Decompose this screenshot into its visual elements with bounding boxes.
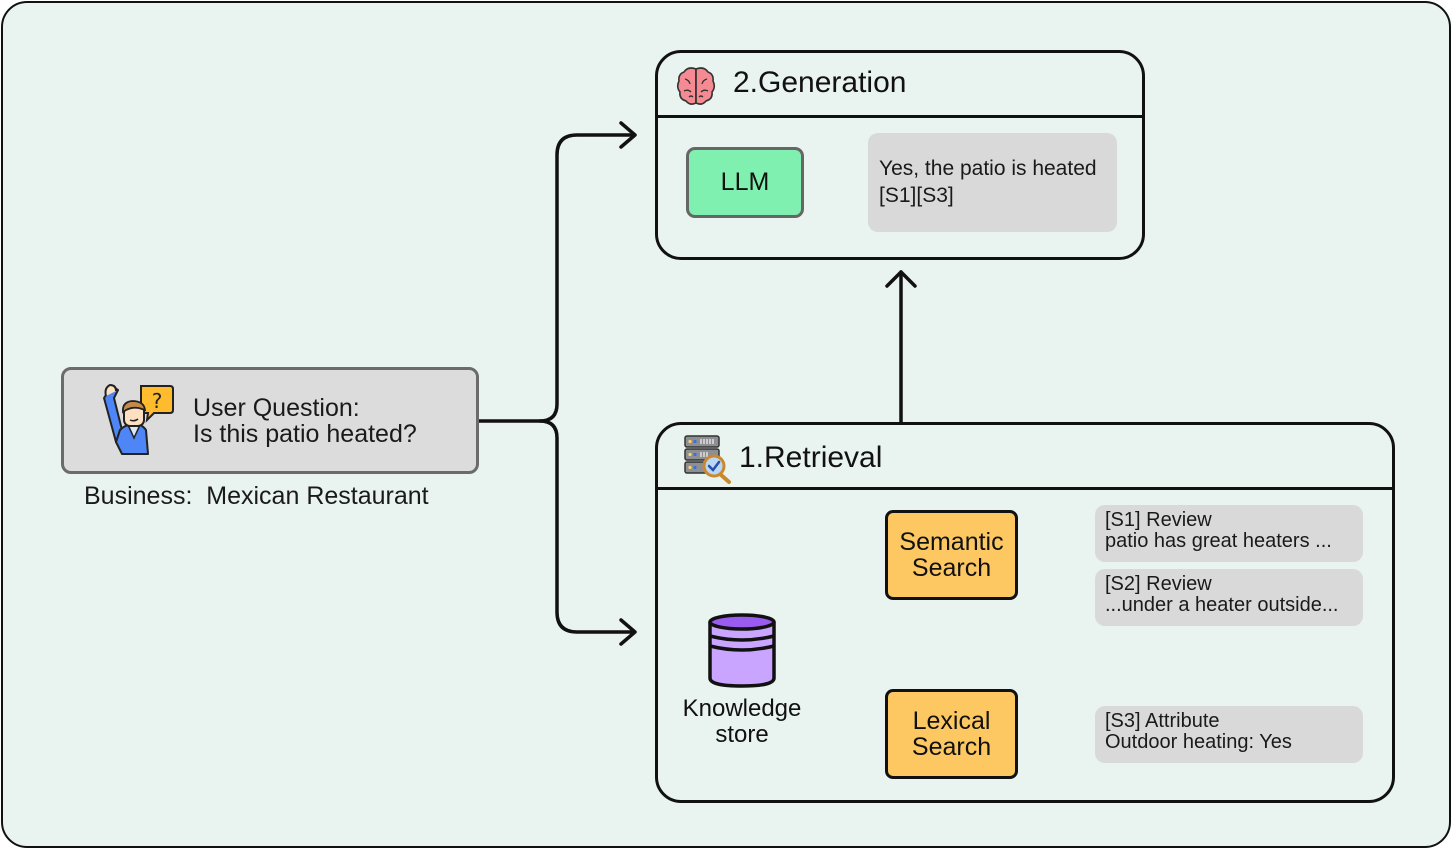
business-label: Business: Mexican Restaurant	[84, 482, 429, 510]
user-question-label: User Question:	[193, 394, 360, 422]
knowledge-store-label-line1: Knowledge	[682, 695, 802, 722]
source-s3-title: [S3] Attribute	[1105, 710, 1220, 732]
source-card-s2: [S2] Review ...under a heater outside...	[1095, 569, 1363, 626]
generation-header-divider	[658, 115, 1142, 118]
user-question-icon: ?	[103, 383, 174, 455]
server-search-icon	[684, 435, 731, 484]
semantic-search-box: Semantic Search	[885, 510, 1018, 600]
source-card-s1: [S1] Review patio has great heaters ...	[1095, 505, 1363, 562]
database-icon	[708, 613, 776, 688]
brain-icon	[676, 67, 716, 105]
lexical-search-label-line2: Search	[911, 733, 992, 761]
source-card-s3: [S3] Attribute Outdoor heating: Yes	[1095, 706, 1363, 763]
answer-text: Yes, the patio is heated	[879, 157, 1097, 180]
llm-box: LLM	[686, 147, 804, 218]
source-s1-snippet: patio has great heaters ...	[1105, 530, 1332, 552]
answer-citations: [S1][S3]	[879, 184, 954, 207]
source-s2-title: [S2] Review	[1105, 573, 1212, 595]
knowledge-store-label-line2: store	[715, 721, 769, 748]
user-question-content: Is this patio heated?	[193, 420, 417, 448]
semantic-search-label-line2: Search	[911, 554, 992, 582]
retrieval-title: 1.Retrieval	[739, 441, 883, 474]
svg-text:?: ?	[152, 389, 163, 413]
lexical-search-box: Lexical Search	[885, 689, 1018, 779]
semantic-search-label-line1: Semantic	[899, 528, 1004, 556]
knowledge-store-label: Knowledge store	[668, 696, 816, 748]
source-s1-title: [S1] Review	[1105, 509, 1212, 531]
source-s3-snippet: Outdoor heating: Yes	[1105, 731, 1292, 753]
answer-card: Yes, the patio is heated [S1][S3]	[868, 133, 1117, 232]
user-question-text: User Question: Is this patio heated?	[193, 395, 417, 447]
source-s2-snippet: ...under a heater outside...	[1105, 594, 1339, 616]
retrieval-header-divider	[658, 487, 1392, 490]
generation-title: 2.Generation	[733, 66, 907, 99]
lexical-search-label-line1: Lexical	[912, 707, 991, 735]
